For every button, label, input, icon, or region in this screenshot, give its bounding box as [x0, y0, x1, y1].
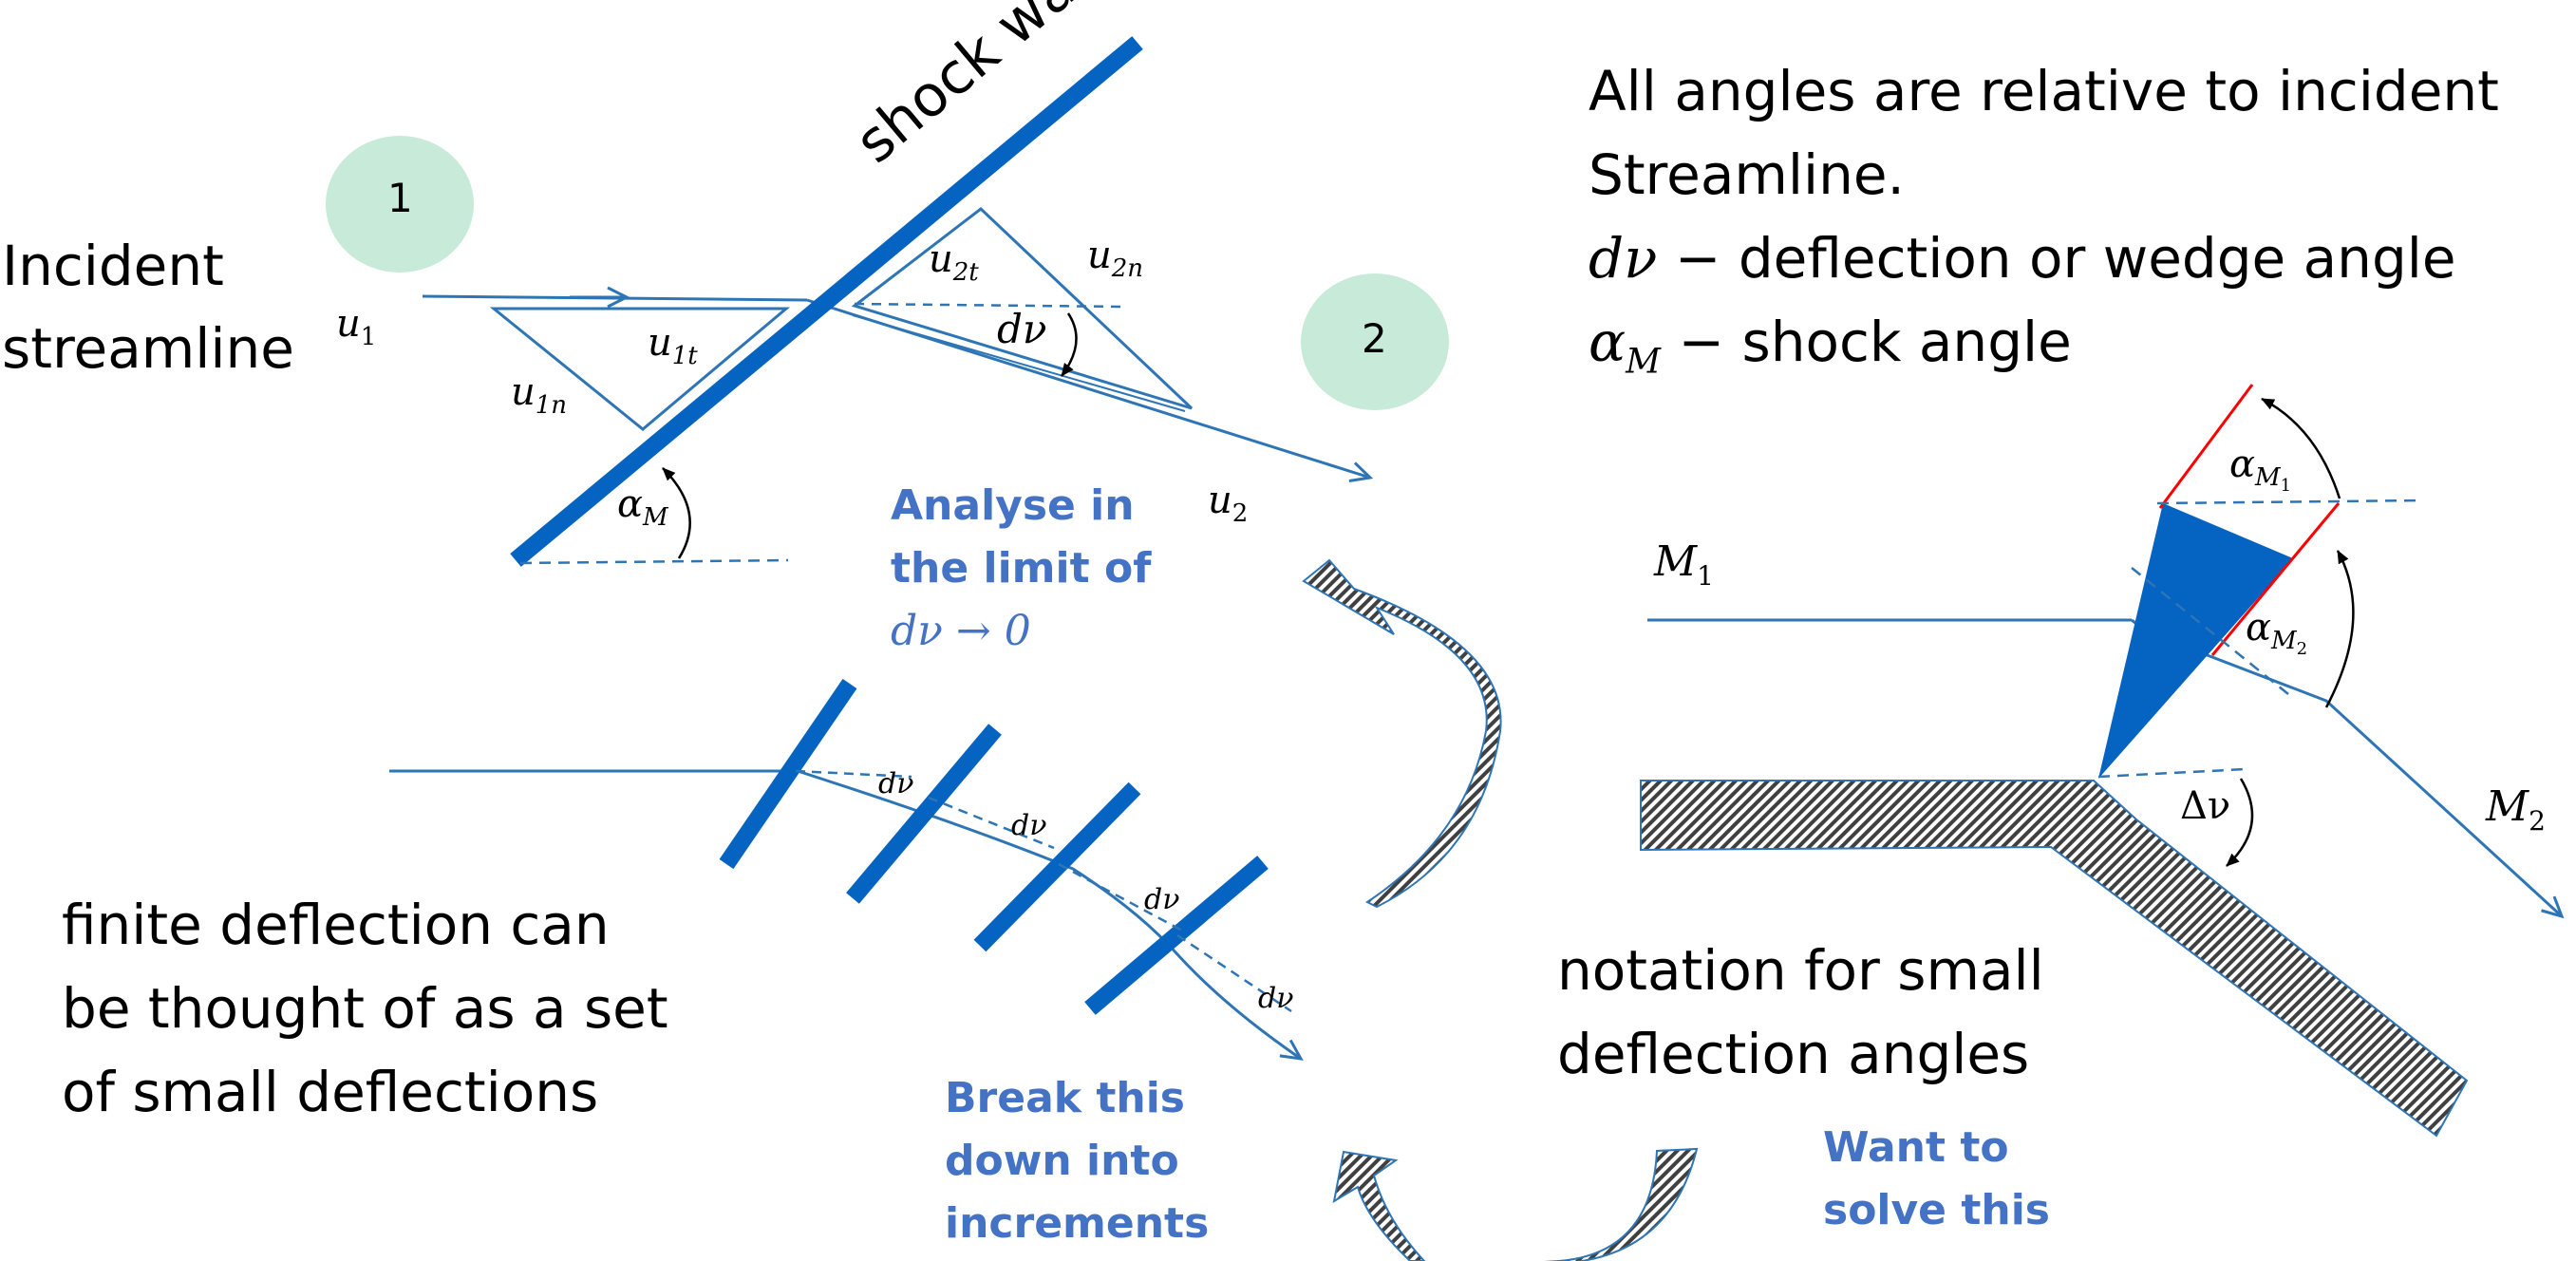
- shock-fan-fill: [2098, 503, 2293, 779]
- region-1-label: 1: [387, 175, 413, 221]
- downstream-inner-line: [852, 314, 1186, 412]
- wedge-diagram: [1640, 384, 2565, 1138]
- increment-shock-4: [1084, 856, 1269, 1015]
- increment-shock-1: [719, 678, 857, 870]
- u2n-label: u2n: [1087, 234, 1144, 283]
- oblique-shock-2: [2210, 502, 2341, 656]
- u2t-label: u2t: [929, 237, 979, 287]
- delta-nu-arc-arrow: [2226, 778, 2254, 867]
- incremental-streamline: [389, 769, 1304, 1061]
- increment-ref-dashed-4: [1176, 933, 1292, 1013]
- oblique-shock-diagram: [326, 36, 1449, 567]
- u1n-label: u1n: [511, 370, 568, 420]
- increment-dnu-label-2: dν: [1011, 809, 1047, 842]
- analyse-note-line-1: Analyse in: [891, 481, 1135, 530]
- alpha-M1-arc-arrow: [2261, 397, 2341, 499]
- incremental-deflection-diagram: [389, 678, 1304, 1061]
- alpha-M1-label: αM1: [2229, 442, 2292, 497]
- delta-nu-label: Δν: [2180, 784, 2231, 828]
- analyse-note-math: dν → 0: [891, 607, 1031, 655]
- dnu-definition: dν − deflection or wedge angle: [1589, 226, 2456, 291]
- break-note-line-2: down into: [945, 1137, 1179, 1185]
- increment-ref-dashed-1: [795, 769, 912, 779]
- shock-angle-arc-arrow: [662, 467, 691, 559]
- angles-note-line-2: Streamline.: [1589, 142, 1905, 207]
- want-note-line-2: solve this: [1823, 1186, 2050, 1234]
- increment-ref-dashed-3: [1058, 862, 1183, 932]
- alpha-M-label: αM: [617, 482, 668, 532]
- increment-dnu-label-1: dν: [878, 767, 914, 800]
- M2-label: M2: [2486, 782, 2546, 837]
- M1-label: M1: [1654, 537, 1714, 592]
- oblique-shock-1: [2158, 384, 2254, 509]
- alpha-M1-reference-dashed: [2156, 499, 2424, 505]
- downstream-reference-dashed: [854, 302, 1126, 309]
- increment-shock-2: [846, 724, 1002, 904]
- alpha-M2-arc-arrow: [2324, 550, 2355, 708]
- shock-angle-reference-dashed: [519, 558, 789, 565]
- cycle-arrows: [1302, 558, 1699, 1261]
- break-note-line-3: increments: [945, 1199, 1210, 1248]
- dnu-arc-arrow: [1060, 312, 1078, 377]
- finite-note-line-3: of small deflections: [62, 1060, 599, 1124]
- downstream-velocity-triangle: [851, 207, 1194, 410]
- u2-label: u2: [1208, 479, 1249, 528]
- region-2-circle: [1301, 273, 1449, 410]
- analyse-note-line-2: the limit of: [891, 544, 1152, 593]
- u1t-label: u1t: [648, 321, 698, 370]
- increment-ref-dashed-2: [928, 796, 1055, 850]
- region-2-label: 2: [1362, 315, 1387, 362]
- upstream-velocity-triangle: [489, 307, 791, 431]
- curved-arrow-lower: [1332, 1147, 1699, 1261]
- notation-note-line-1: notation for small: [1557, 938, 2044, 1003]
- angles-note-line-1: All angles are relative to incident: [1589, 59, 2499, 123]
- incident-streamline-label-2: streamline: [2, 316, 294, 381]
- wedge-body: [1640, 780, 2469, 1138]
- increment-dnu-label-4: dν: [1258, 982, 1294, 1015]
- increment-shock-3: [973, 781, 1141, 952]
- wedge-reference-dashed: [2097, 767, 2247, 779]
- dnu-label: dν: [997, 306, 1047, 352]
- incident-streamline-label-1: Incident: [2, 234, 224, 298]
- alpha-M2-reference-dashed: [2131, 567, 2294, 699]
- increment-dnu-label-3: dν: [1144, 883, 1180, 916]
- finite-note-line-2: be thought of as a set: [62, 976, 668, 1041]
- region-1-circle: [326, 136, 474, 273]
- want-note-line-1: Want to: [1823, 1123, 2009, 1172]
- u1-label: u1: [336, 302, 377, 351]
- shock-wave-line: [510, 36, 1143, 567]
- finite-note-line-1: finite deflection can: [62, 893, 610, 957]
- alpha-definition: αM − shock angle: [1589, 310, 2072, 382]
- alpha-M2-label: αM2: [2246, 606, 2308, 660]
- notation-note-line-2: deflection angles: [1557, 1022, 2030, 1086]
- break-note-line-1: Break this: [945, 1074, 1185, 1122]
- curved-arrow-upper: [1302, 558, 1502, 909]
